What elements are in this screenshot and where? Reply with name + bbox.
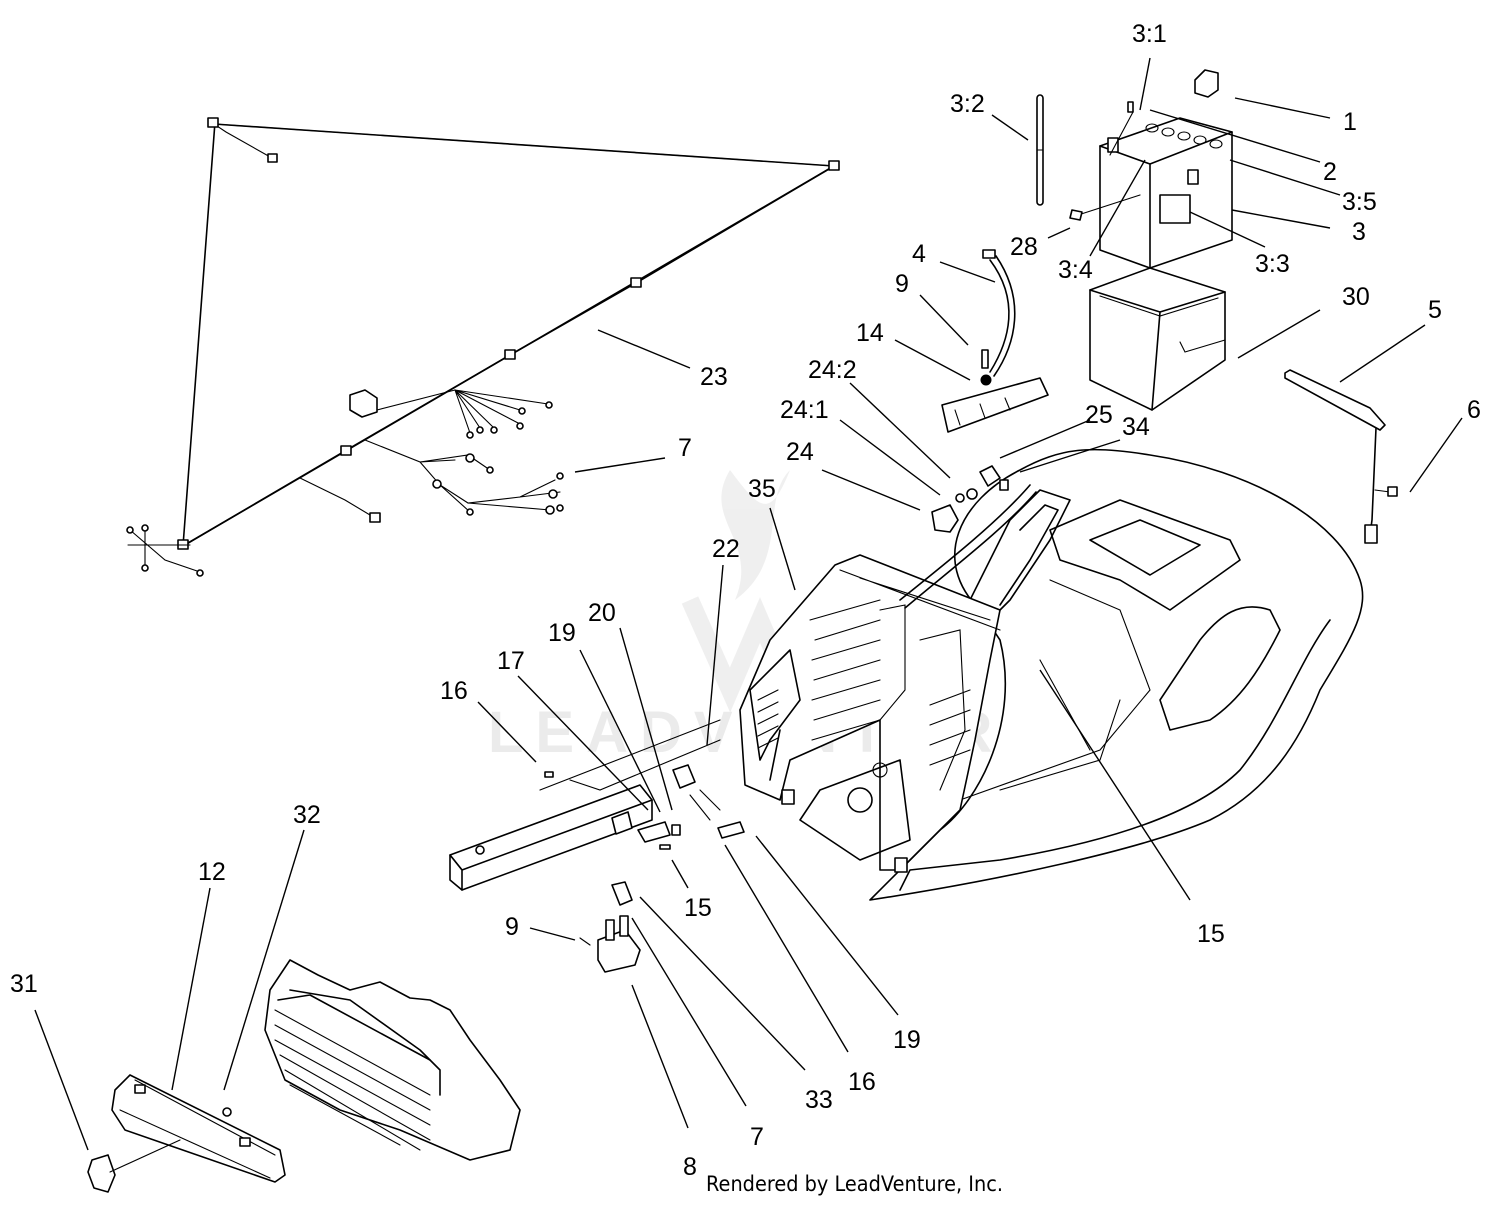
callout-23: 23 xyxy=(700,363,728,391)
callout-22: 22 xyxy=(712,535,740,563)
vent-tube xyxy=(1036,94,1044,206)
callout-34: 34 xyxy=(1122,413,1150,441)
callout-3: 3 xyxy=(1352,218,1366,246)
callout-12: 12 xyxy=(198,858,226,886)
callout-3-1: 3:1 xyxy=(1132,20,1167,48)
hold-down-strap xyxy=(1284,369,1398,544)
leader-lines xyxy=(34,57,1463,1151)
callout-32: 32 xyxy=(293,801,321,829)
starter-solenoid xyxy=(579,881,641,973)
callout-15-left: 15 xyxy=(684,894,712,922)
callout-28: 28 xyxy=(1010,233,1038,261)
callout-16-upper: 16 xyxy=(440,677,468,705)
callout-3-2: 3:2 xyxy=(950,90,985,118)
callout-3-3: 3:3 xyxy=(1255,250,1290,278)
wire-harness xyxy=(126,117,840,577)
callout-3-5: 3:5 xyxy=(1342,188,1377,216)
battery-tray xyxy=(1089,267,1226,411)
callout-25: 25 xyxy=(1085,401,1113,429)
hood-grille xyxy=(264,959,521,1161)
battery xyxy=(1069,101,1233,269)
callout-19-lower: 19 xyxy=(893,1026,921,1054)
callout-7-lower: 7 xyxy=(750,1123,764,1151)
fender-assembly xyxy=(869,448,1364,901)
callout-19-upper: 19 xyxy=(548,619,576,647)
callout-8: 8 xyxy=(683,1153,697,1181)
battery-cable xyxy=(982,249,1016,377)
front-rail xyxy=(449,719,721,891)
callout-3-4: 3:4 xyxy=(1058,256,1093,284)
front-switches xyxy=(611,764,745,850)
callout-17: 17 xyxy=(497,647,525,675)
callout-16-lower: 16 xyxy=(848,1068,876,1096)
terminal-cover xyxy=(1194,69,1219,98)
callout-5: 5 xyxy=(1428,296,1442,324)
callout-6: 6 xyxy=(1467,396,1481,424)
callout-14: 14 xyxy=(856,319,884,347)
callout-7-upper: 7 xyxy=(678,434,692,462)
callout-9-lower: 9 xyxy=(505,913,519,941)
callout-9-upper: 9 xyxy=(895,270,909,298)
front-bumper xyxy=(111,1074,286,1183)
rendered-by-credit: Rendered by LeadVenture, Inc. xyxy=(706,1172,1003,1196)
ignition-switch xyxy=(899,465,1037,609)
callout-24-2: 24:2 xyxy=(808,356,857,384)
callout-31: 31 xyxy=(10,970,38,998)
callout-1: 1 xyxy=(1343,108,1357,136)
callout-2: 2 xyxy=(1323,158,1337,186)
callout-20: 20 xyxy=(588,599,616,627)
mounting-bracket xyxy=(941,349,1049,433)
callout-24-1: 24:1 xyxy=(780,396,829,424)
callout-15-right: 15 xyxy=(1197,920,1225,948)
hood-emblem xyxy=(87,1154,116,1193)
callout-33: 33 xyxy=(805,1086,833,1114)
callout-30: 30 xyxy=(1342,283,1370,311)
callout-4: 4 xyxy=(912,240,926,268)
callout-24: 24 xyxy=(786,438,814,466)
steering-pedestal xyxy=(739,554,1001,873)
callout-35: 35 xyxy=(748,475,776,503)
callout-labels: 3:1 1 3:2 2 3:5 3 28 3:4 3:3 4 9 30 5 14… xyxy=(10,20,1481,1181)
